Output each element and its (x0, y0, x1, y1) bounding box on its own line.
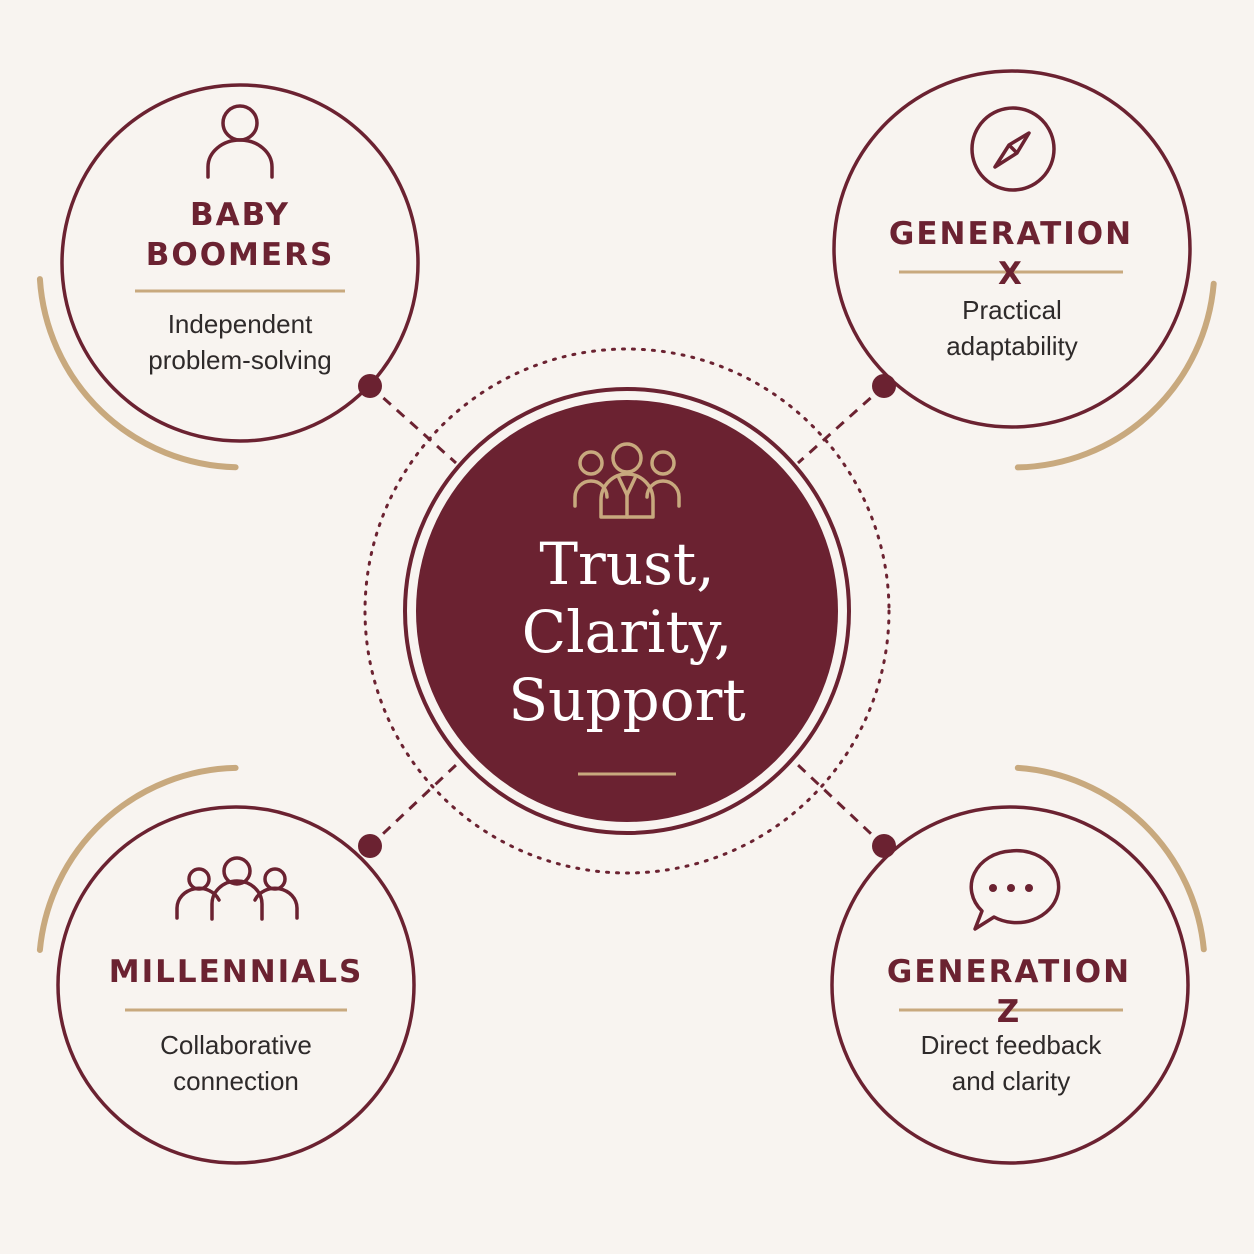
desc-line: Independent (167, 309, 313, 339)
circle-millennials (56, 805, 416, 1165)
title-generation-x: GENERATION X (880, 214, 1142, 294)
title-line: GENERATION Z (886, 954, 1132, 1030)
title-millennials: MILLENNIALS (106, 952, 366, 992)
center-title-line: Support (508, 666, 746, 734)
circle-generation-x (832, 69, 1192, 429)
center-outer-ring (403, 387, 851, 835)
title-baby-boomers: BABY BOOMERS (110, 195, 370, 275)
chat-bubble-icon (969, 848, 1061, 931)
person-icon (206, 104, 274, 179)
dotted-ring (363, 347, 891, 875)
center-title-line: Clarity, (521, 598, 733, 666)
team-icon (573, 442, 681, 519)
dot-generation-x (872, 374, 896, 398)
title-generation-z: GENERATION Z (878, 952, 1140, 1032)
title-line: BOOMERS (145, 237, 335, 273)
circle-baby-boomers (60, 83, 420, 443)
title-line: BABY (189, 197, 290, 233)
dot-generation-z (872, 834, 896, 858)
desc-generation-z: Direct feedback and clarity (880, 1027, 1142, 1099)
desc-line: connection (173, 1066, 299, 1096)
desc-generation-x: Practical adaptability (882, 292, 1142, 364)
center-title-line: Trust, (539, 530, 715, 598)
desc-line: Direct feedback (920, 1030, 1102, 1060)
desc-line: Collaborative (160, 1030, 312, 1060)
dot-millennials (358, 834, 382, 858)
desc-line: and clarity (951, 1066, 1071, 1096)
connector-millennials (368, 763, 458, 848)
arc-millennials (36, 764, 239, 953)
circle-generation-z (830, 805, 1190, 1165)
desc-line: adaptability (946, 331, 1078, 361)
connector-generation-x (796, 384, 886, 465)
desc-line: problem-solving (148, 345, 332, 375)
title-line: GENERATION X (888, 216, 1134, 292)
connector-baby-boomers (368, 384, 458, 465)
connectors (368, 384, 886, 848)
arc-baby-boomers (36, 276, 239, 471)
desc-line: Practical (962, 295, 1062, 325)
connector-generation-z (796, 763, 886, 848)
desc-millennials: Collaborative connection (106, 1027, 366, 1099)
center-title: Trust, Clarity, Support (427, 530, 827, 734)
title-line: MILLENNIALS (108, 954, 364, 990)
group-icon (175, 856, 299, 921)
desc-baby-boomers: Independent problem-solving (110, 306, 370, 378)
arc-generation-x (1014, 280, 1217, 471)
arc-generation-z (1014, 764, 1207, 953)
dot-baby-boomers (358, 374, 382, 398)
center-circle (416, 400, 838, 822)
decorative-arcs (36, 276, 1217, 953)
compass-icon (970, 106, 1056, 192)
